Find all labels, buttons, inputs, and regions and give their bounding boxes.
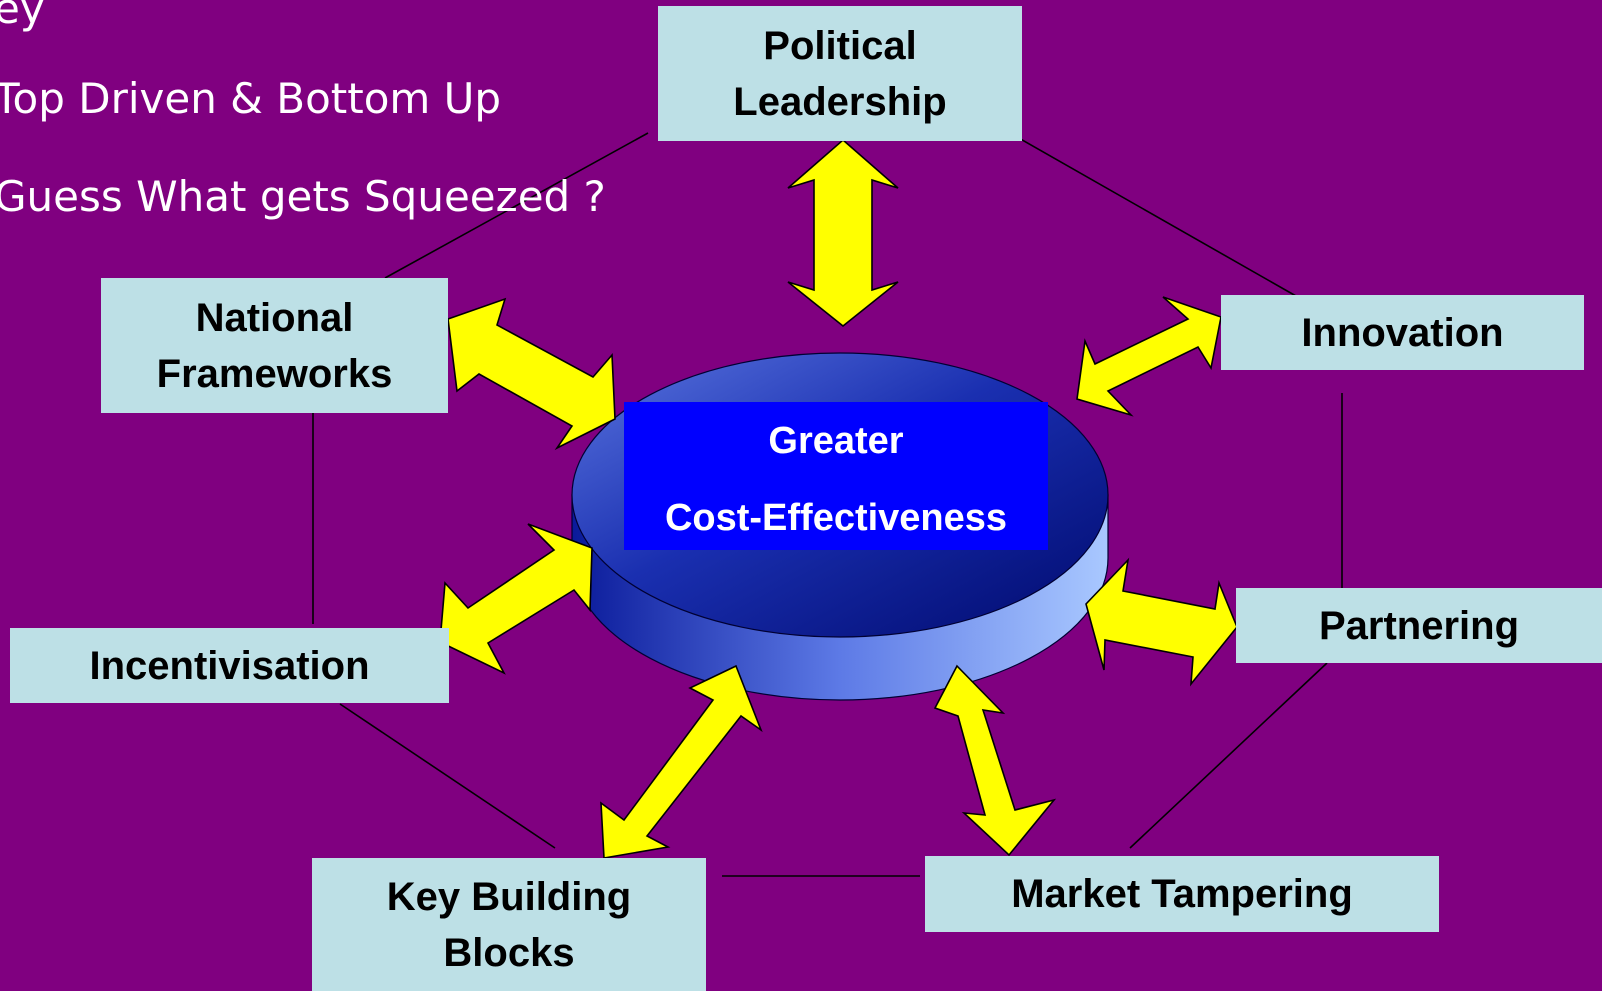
box-partnering-label: Partnering: [1318, 603, 1520, 648]
box-incentivisation-label: Incentivisation: [89, 643, 370, 688]
connector-line: [1009, 132, 1297, 297]
arrow-key-building-blocks: [600, 664, 763, 859]
box-key-building-blocks: Key Building Blocks: [312, 858, 706, 991]
box-incentivisation: Incentivisation: [10, 628, 449, 703]
bullet-line-2: Top Driven & Bottom Up: [0, 74, 502, 123]
box-market-tampering: Market Tampering: [925, 856, 1439, 932]
arrow-innovation: [1076, 296, 1222, 417]
arrow-incentivisation: [439, 523, 593, 675]
bullet-line-3: Guess What gets Squeezed ?: [0, 172, 606, 221]
box-political-leadership-line-2: Leadership: [733, 79, 947, 124]
connector-lines: [312, 132, 1343, 877]
arrow-market-tampering: [933, 664, 1057, 857]
box-key-building-blocks-line-1: Key Building: [386, 874, 632, 919]
box-political-leadership-line-1: Political: [763, 23, 917, 68]
connector-line: [384, 132, 649, 279]
connector-line: [1129, 662, 1328, 849]
box-national-frameworks: National Frameworks: [101, 278, 448, 413]
connector-line: [339, 703, 556, 849]
center-label-line-2: Cost-Effectiveness: [664, 497, 1008, 539]
box-national-frameworks-line-1: National: [195, 295, 354, 340]
arrow-political-leadership: [787, 138, 899, 328]
box-innovation: Innovation: [1221, 295, 1584, 370]
box-key-building-blocks-line-2: Blocks: [443, 930, 575, 975]
box-partnering: Partnering: [1236, 588, 1602, 663]
center-label-line-1: Greater: [768, 420, 904, 462]
box-national-frameworks-line-2: Frameworks: [156, 351, 393, 396]
center-label-box: Greater Cost-Effectiveness: [624, 402, 1048, 550]
box-market-tampering-label: Market Tampering: [1011, 872, 1353, 916]
bullet-line-1: ey: [0, 0, 45, 33]
arrows: [439, 138, 1238, 859]
arrow-national-frameworks: [447, 297, 616, 451]
box-political-leadership: Political Leadership: [658, 6, 1022, 141]
arrow-partnering: [1085, 557, 1238, 687]
box-innovation-label: Innovation: [1301, 310, 1504, 355]
